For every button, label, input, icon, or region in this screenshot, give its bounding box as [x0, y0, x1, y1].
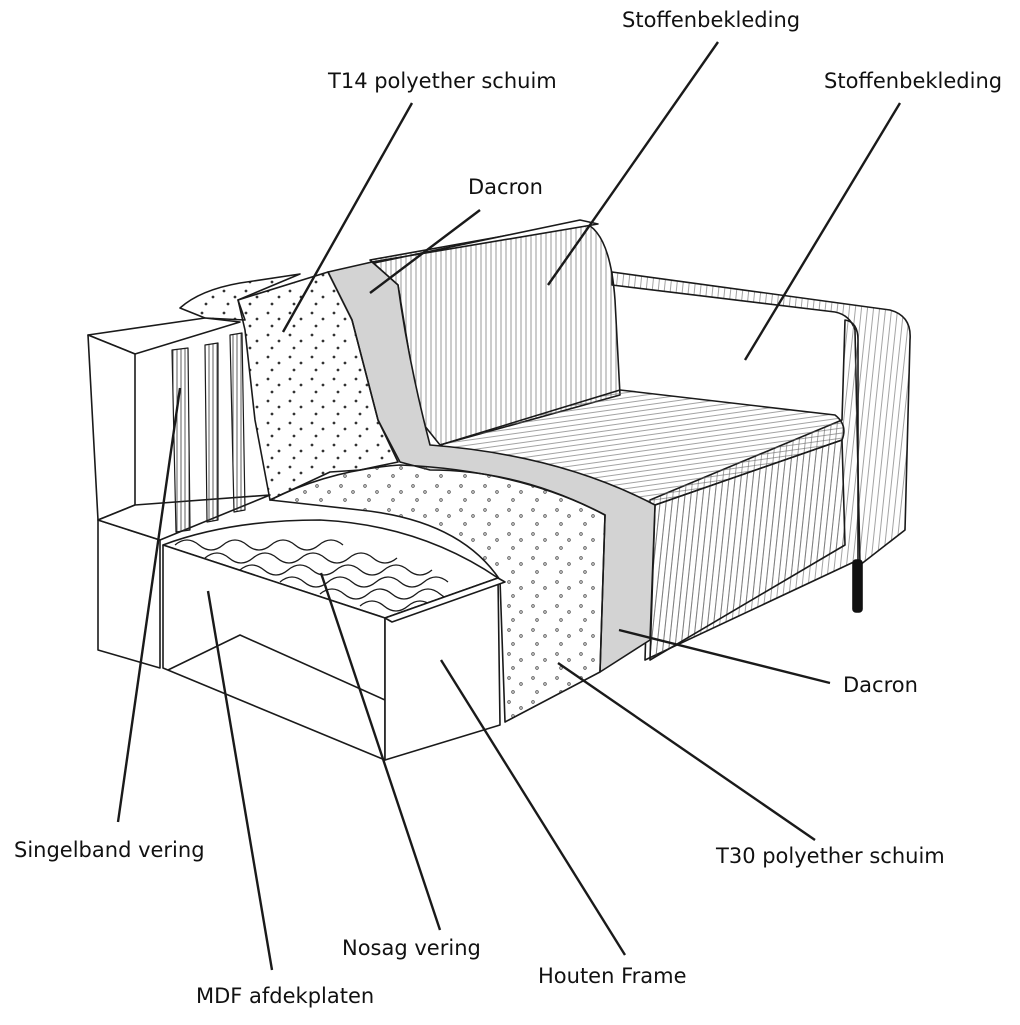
leader-mdf: [206, 590, 274, 971]
label-t14-foam: T14 polyether schuim: [327, 69, 557, 93]
label-mdf: MDF afdekplaten: [196, 984, 374, 1008]
leader-dacron-top: [369, 209, 481, 294]
label-stoffenbekleding-top: Stoffenbekleding: [622, 8, 800, 32]
leader-lines: [116, 41, 902, 971]
leader-stof-top: [547, 41, 719, 286]
mdf-base-inner: [167, 634, 386, 701]
label-singelband: Singelband vering: [14, 838, 205, 862]
labels: Stoffenbekleding Stoffenbekleding T14 po…: [14, 8, 1002, 1008]
label-dacron-top: Dacron: [468, 175, 543, 199]
label-nosag: Nosag vering: [342, 936, 481, 960]
leader-stof-right: [743, 102, 902, 361]
leader-t14: [281, 102, 414, 333]
sofa-leg: [852, 559, 863, 613]
singelband-straps: [171, 332, 246, 533]
t14-foam-top: [179, 273, 301, 321]
left-arm-front: [87, 334, 136, 521]
label-stoffenbekleding-right: Stoffenbekleding: [824, 69, 1002, 93]
leader-singelband: [116, 387, 182, 823]
leader-houten: [439, 659, 627, 956]
leader-nosag: [319, 572, 442, 931]
label-dacron-right: Dacron: [843, 673, 918, 697]
label-t30-foam: T30 polyether schuim: [715, 844, 945, 868]
t30-foam-seat: [269, 464, 606, 723]
sofa-illustration: [87, 219, 911, 761]
leader-dacron-right: [618, 628, 831, 685]
houten-frame-top: [384, 577, 506, 623]
leader-t30: [557, 662, 816, 841]
label-houten-frame: Houten Frame: [538, 964, 687, 988]
nosag-springs: [174, 539, 465, 612]
